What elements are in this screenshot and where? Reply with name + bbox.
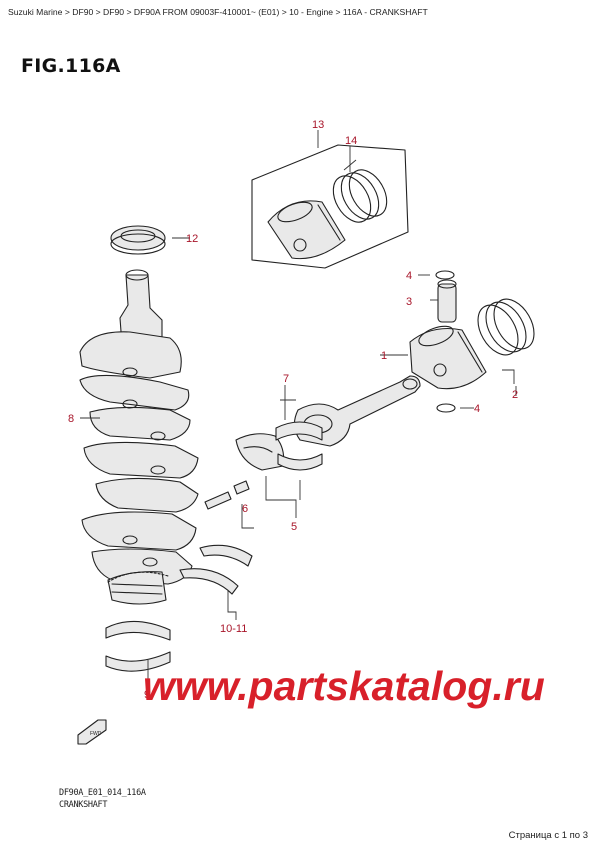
watermark: www.partskatalog.ru	[143, 663, 545, 709]
page-indicator: Страница с 1 по 3	[508, 830, 588, 841]
bearing-9-drawing	[105, 620, 171, 672]
callout-2[interactable]: 2	[512, 389, 518, 401]
piston-rings-14-drawing	[332, 169, 388, 223]
piston-rings-2-drawing	[477, 298, 535, 356]
callout-10-11[interactable]: 10-11	[220, 623, 247, 635]
callout-4-bottom[interactable]: 4	[474, 403, 480, 415]
thrust-bearing-10-11-drawing	[179, 544, 253, 595]
callout-14[interactable]: 14	[345, 135, 357, 147]
breadcrumb[interactable]: Suzuki Marine > DF90 > DF90 > DF90A FROM…	[8, 7, 428, 17]
callout-1[interactable]: 1	[381, 350, 387, 362]
leader-lines	[80, 130, 517, 688]
callout-9[interactable]: 9	[144, 689, 150, 701]
piston-pin-3-drawing	[437, 279, 457, 323]
callout-7[interactable]: 7	[283, 373, 289, 385]
drawing-caption: CRANKSHAFT	[59, 800, 108, 810]
circlips-4-drawing	[435, 270, 456, 413]
figure-title: FIG.116A	[21, 55, 121, 77]
bearing-7-drawing	[275, 421, 323, 471]
oil-seal-12-drawing	[110, 225, 166, 255]
fwd-arrow-icon: FWD	[77, 719, 107, 745]
callout-4-top[interactable]: 4	[406, 270, 412, 282]
callout-5[interactable]: 5	[291, 521, 297, 533]
svg-text:FWD: FWD	[90, 731, 102, 737]
piston-set-box	[251, 144, 409, 269]
callout-8[interactable]: 8	[68, 413, 74, 425]
crankshaft-8-drawing	[79, 269, 199, 605]
drawing-code: DF90A_E01_014_116A	[59, 788, 146, 798]
callout-6[interactable]: 6	[242, 503, 248, 515]
piston-13-drawing	[267, 200, 346, 260]
callout-12[interactable]: 12	[186, 233, 198, 245]
piston-1-drawing	[409, 325, 487, 390]
callout-13[interactable]: 13	[312, 119, 324, 131]
callout-3[interactable]: 3	[406, 296, 412, 308]
connecting-rod-5-drawing	[235, 375, 421, 471]
bolts-6-drawing	[204, 480, 250, 510]
